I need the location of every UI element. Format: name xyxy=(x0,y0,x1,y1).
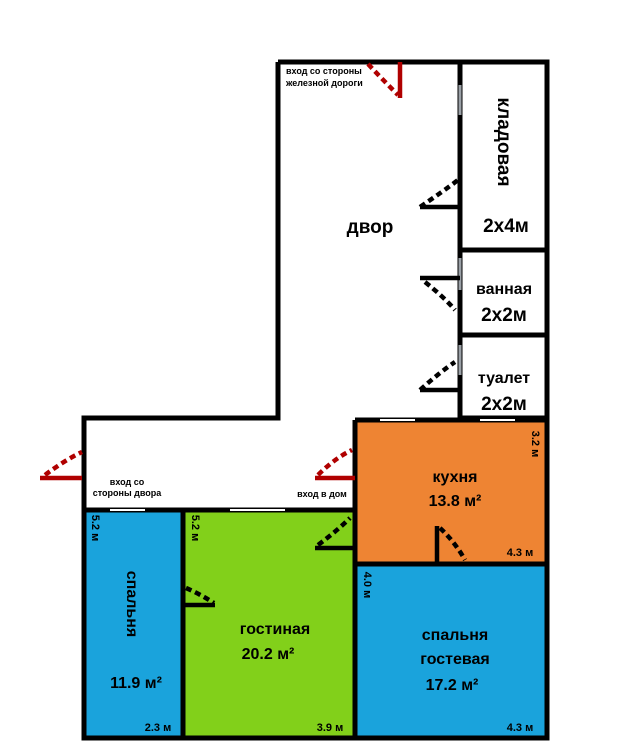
yard-entrance-door xyxy=(40,449,83,481)
railway-entrance-label-line2: железной дороги xyxy=(285,78,363,88)
bedroom-dim-side: 5.2 м xyxy=(89,515,101,542)
yard-entrance-label-line1: вход со xyxy=(110,477,145,487)
living-room-dim-side: 5.2 м xyxy=(189,515,201,542)
railway-entrance-label-line1: вход со стороны xyxy=(286,66,362,76)
kitchen-door xyxy=(434,526,467,562)
living-room-area: 20.2 м² xyxy=(242,646,295,663)
kitchen-area: 13.8 м² xyxy=(429,493,482,510)
storage-door xyxy=(418,178,460,210)
bedroom-area: 11.9 м² xyxy=(110,675,162,692)
railway-entrance-door xyxy=(366,62,403,98)
guest-bedroom-dim-bottom: 4.3 м xyxy=(507,722,534,734)
storage-label: кладовая xyxy=(493,97,514,186)
guest-bedroom-area: 17.2 м² xyxy=(426,677,479,694)
bedroom-label: спальня xyxy=(123,571,140,637)
living-room-door xyxy=(315,516,355,551)
bedroom-fill xyxy=(84,510,183,738)
kitchen-label: кухня xyxy=(433,469,478,486)
living-room-label: гостиная xyxy=(240,621,310,638)
bathroom-door xyxy=(420,275,460,312)
yard-entrance-label-line2: стороны двора xyxy=(93,488,163,498)
kitchen-fill xyxy=(357,422,547,564)
outer-wall xyxy=(81,59,550,741)
kitchen-dim-side: 3.2 м xyxy=(529,431,541,458)
bedroom-door xyxy=(183,585,216,608)
yard-label: двор xyxy=(347,217,394,238)
house-entrance-label: вход в дом xyxy=(297,489,347,499)
bathroom-size: 2х2м xyxy=(481,305,527,326)
toilet-size: 2х2м xyxy=(481,394,527,415)
bedroom-dim-bottom: 2.3 м xyxy=(145,722,172,734)
storage-size: 2х4м xyxy=(483,216,529,237)
toilet-label: туалет xyxy=(478,370,530,387)
guest-bedroom-label-line2: гостевая xyxy=(420,651,490,668)
bathroom-label: ванная xyxy=(476,281,532,298)
guest-bedroom-label-line1: спальня xyxy=(422,627,488,644)
house-entrance-door xyxy=(315,447,355,481)
living-room-dim-bottom: 3.9 м xyxy=(317,722,344,734)
guest-bedroom-dim-side: 4.0 м xyxy=(361,572,373,599)
kitchen-dim-bottom: 4.3 м xyxy=(507,547,534,559)
guest-bedroom-fill xyxy=(357,564,547,738)
toilet-door xyxy=(418,360,460,393)
